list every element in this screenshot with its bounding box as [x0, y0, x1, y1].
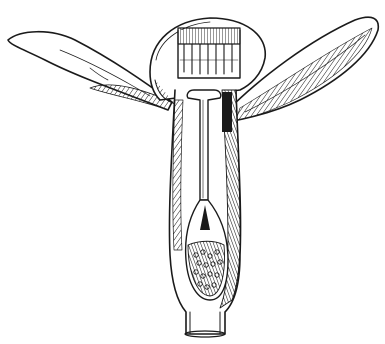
stamen-crown: [178, 28, 240, 78]
left-petal: [8, 32, 172, 110]
